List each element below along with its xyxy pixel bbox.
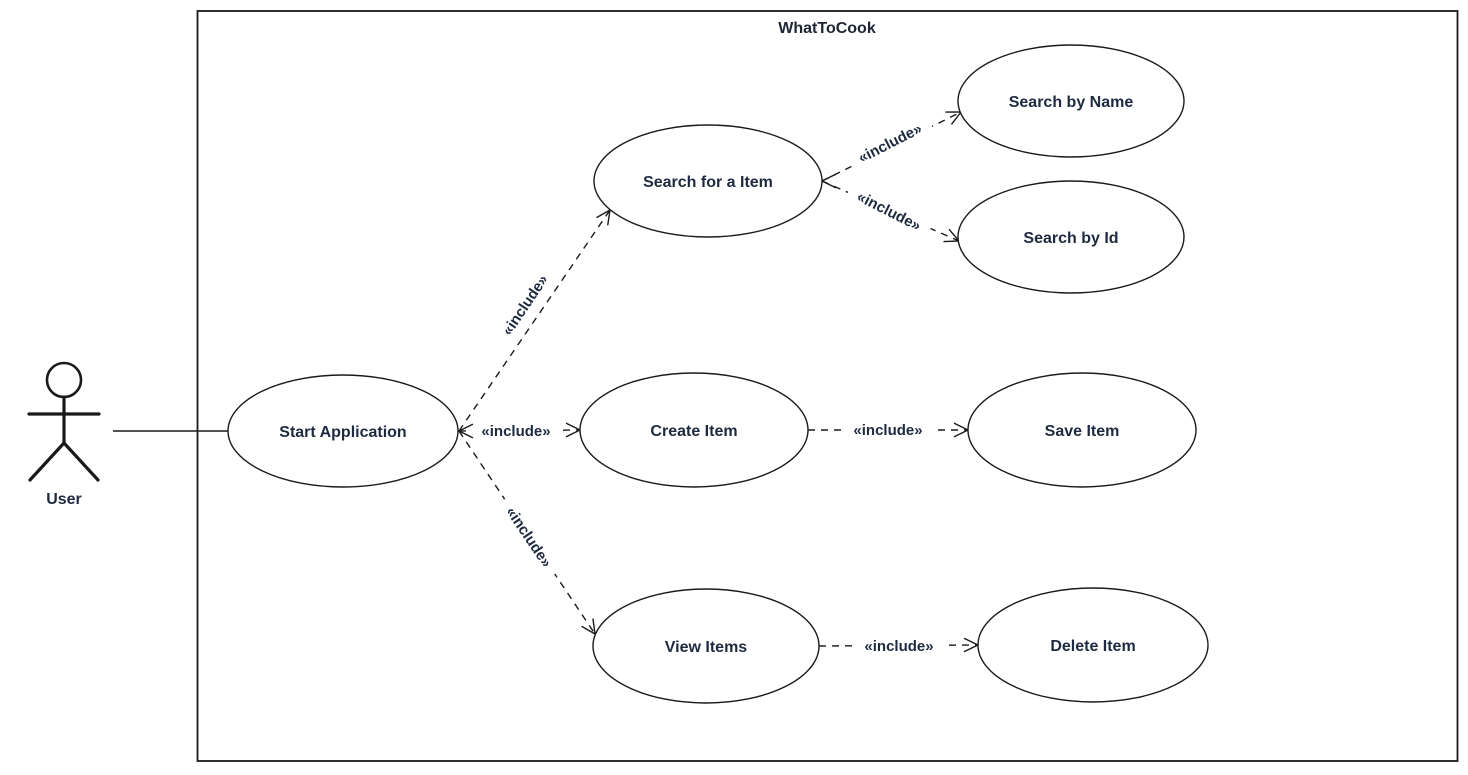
include-label-text: «include»: [502, 504, 555, 571]
include-label-text: «include»: [864, 638, 933, 655]
actor-head: [45, 361, 83, 399]
use-case-label: Delete Item: [1050, 638, 1135, 655]
include-label-search-by-id: «include»: [843, 180, 935, 242]
label-background: [843, 180, 935, 242]
use-case-label: Start Application: [279, 424, 406, 441]
use-case-ellipse: [592, 588, 820, 704]
actor-leg-left: [28, 441, 66, 482]
actor-label: User: [46, 491, 82, 508]
use-case-label: Create Item: [650, 423, 737, 440]
label-background: [469, 420, 563, 442]
use-case-label: Search by Name: [1009, 94, 1134, 111]
use-case-label: Search by Id: [1023, 230, 1118, 247]
use-case-ellipse: [967, 372, 1197, 488]
include-label-text: «include»: [499, 272, 552, 339]
arrowhead-into-view-items: [581, 618, 596, 636]
actor-user: User: [27, 361, 101, 508]
label-background: [490, 261, 560, 349]
include-label-create-save: «include»: [841, 419, 935, 441]
use-case-ellipse: [977, 587, 1209, 703]
use-case-ellipse: [227, 374, 459, 488]
label-background: [844, 112, 936, 174]
use-case-label: View Items: [665, 639, 748, 656]
system-title: WhatToCook: [778, 20, 876, 37]
label-background: [841, 419, 935, 441]
actor-leg-right: [62, 441, 100, 482]
use-case-delete-item: Delete Item: [977, 587, 1209, 703]
include-label-text: «include»: [853, 422, 922, 439]
use-case-ellipse: [593, 124, 823, 238]
use-case-label: Save Item: [1045, 423, 1120, 440]
use-case-search-by-name: Search by Name: [957, 44, 1185, 158]
label-background: [852, 635, 946, 657]
use-case-ellipse: [957, 180, 1185, 294]
arrowhead-back-into-search-for-item: [820, 173, 837, 189]
use-case-ellipse: [957, 44, 1185, 158]
use-case-start-application: Start Application: [227, 374, 459, 488]
use-case-label: Search for a Item: [643, 174, 773, 191]
connector-start-to-search-for-item: [458, 209, 611, 432]
use-case-save-item: Save Item: [967, 372, 1197, 488]
label-background: [494, 493, 564, 581]
include-label-start-view: «include»: [494, 493, 564, 581]
use-case-search-by-id: Search by Id: [957, 180, 1185, 294]
include-label-start-create: «include»: [469, 420, 563, 442]
arrowhead-into-search-by-name: [945, 111, 963, 125]
include-label-search-by-name: «include»: [844, 112, 936, 174]
use-case-search-for-item: Search for a Item: [593, 124, 823, 238]
include-label-start-search: «include»: [490, 261, 560, 349]
include-label-view-delete: «include»: [852, 635, 946, 657]
use-case-view-items: View Items: [592, 588, 820, 704]
system-boundary: [196, 10, 1459, 762]
use-case-create-item: Create Item: [579, 372, 809, 488]
include-label-text: «include»: [481, 423, 550, 440]
arrowhead-back-into-start-application: [457, 423, 474, 439]
use-case-ellipse: [579, 372, 809, 488]
